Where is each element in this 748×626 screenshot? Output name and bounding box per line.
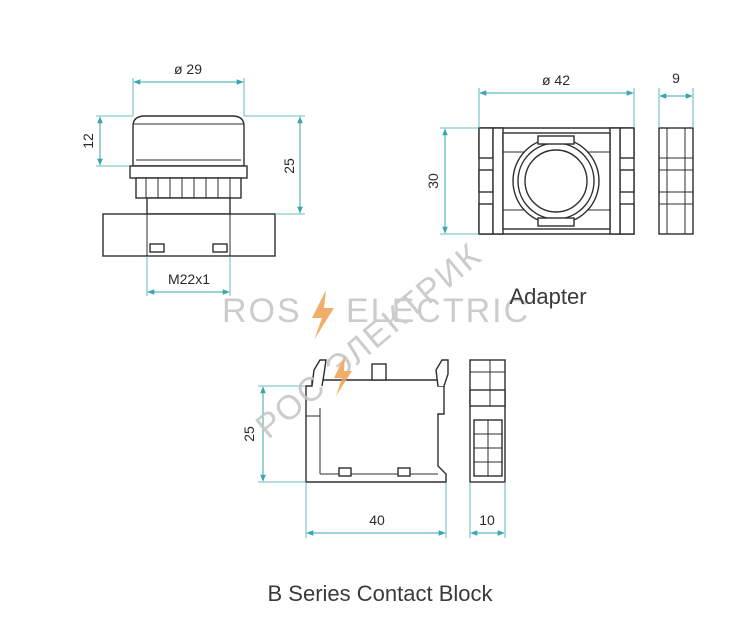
button-height-label: 25 — [281, 158, 297, 174]
push-button-dimensions — [96, 78, 305, 296]
push-button-drawing — [102, 115, 276, 257]
lightning-bolt-icon — [312, 290, 334, 340]
contact-block-dimensions — [258, 385, 506, 538]
adapter-height-label: 30 — [425, 173, 441, 189]
button-diameter-label: ø 29 — [174, 61, 202, 77]
adapter-dimensions — [440, 88, 694, 235]
adapter-side-view — [658, 127, 694, 235]
block-width-label: 40 — [369, 512, 385, 528]
block-height-label: 25 — [241, 426, 257, 442]
watermark-electric-text: ELECTRIC — [346, 292, 530, 330]
contact-block-caption: B Series Contact Block — [268, 581, 494, 606]
watermark-ros-text: ROS — [222, 292, 302, 330]
button-cap-height-label: 12 — [80, 133, 96, 149]
thread-label: M22x1 — [168, 271, 210, 287]
lightning-bolt-icon-2 — [334, 355, 352, 396]
block-depth-label: 10 — [479, 512, 495, 528]
adapter-caption: Adapter — [509, 284, 586, 309]
adapter-depth-label: 9 — [672, 70, 680, 86]
contact-block-side-view — [469, 359, 506, 483]
adapter-drawing — [478, 127, 635, 235]
adapter-diameter-label: ø 42 — [542, 72, 570, 88]
